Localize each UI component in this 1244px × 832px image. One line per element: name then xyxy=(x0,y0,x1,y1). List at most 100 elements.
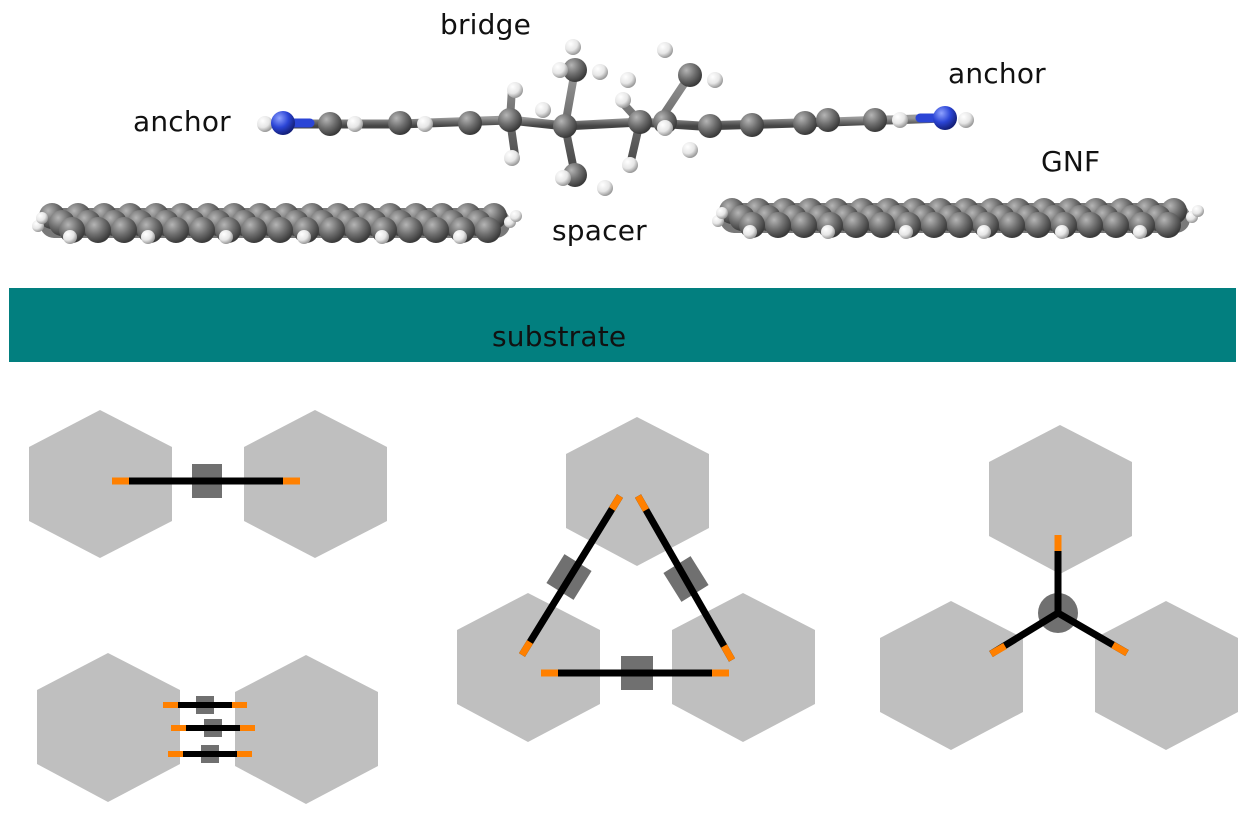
anchor-end xyxy=(634,494,650,512)
anchor-end xyxy=(519,640,533,657)
carbon-atom xyxy=(345,217,371,243)
schematic-three-flakes-star xyxy=(880,425,1238,750)
label-spacer: spacer xyxy=(552,214,647,247)
hydrogen-atom xyxy=(219,230,233,244)
carbon-atom xyxy=(388,111,412,135)
carbon-atom xyxy=(921,212,947,238)
hexagon-flake xyxy=(672,593,815,742)
hydrogen-atom xyxy=(453,230,467,244)
carbon-atom xyxy=(1025,212,1051,238)
hexagon-flake xyxy=(235,655,378,804)
carbon-atom xyxy=(475,217,501,243)
hexagon-flake xyxy=(880,601,1023,750)
hydrogen-atom xyxy=(63,230,77,244)
anchor-end xyxy=(989,642,1007,658)
hydrogen-atom xyxy=(565,39,581,55)
hydrogen-atom xyxy=(620,72,636,88)
hydrogen-atom xyxy=(347,116,363,132)
gnf-flake-left xyxy=(32,203,522,244)
hydrogen-atom xyxy=(821,225,835,239)
gnf-flake-right xyxy=(712,198,1204,239)
hydrogen-atom xyxy=(141,230,155,244)
schematic-two-flakes-single-linker xyxy=(29,410,387,558)
schematic-two-flakes-triple-linker xyxy=(37,653,378,804)
hydrogen-atom xyxy=(682,142,698,158)
carbon-atom xyxy=(241,217,267,243)
schematic-three-flakes-triangle xyxy=(457,417,815,742)
hydrogen-atom xyxy=(375,230,389,244)
hydrogen-atom xyxy=(592,64,608,80)
carbon-atom xyxy=(85,217,111,243)
carbon-atom xyxy=(869,212,895,238)
hydrogen-atom xyxy=(504,150,520,166)
hydrogen-atom xyxy=(892,112,908,128)
label-anchor-left: anchor xyxy=(133,105,231,138)
hydrogen-atom xyxy=(417,116,433,132)
hexagon-flake xyxy=(37,653,180,802)
hydrogen-atom xyxy=(1055,225,1069,239)
carbon-atom xyxy=(678,63,702,87)
hydrogen-atom xyxy=(257,116,273,132)
hydrogen-atom xyxy=(552,62,568,78)
hydrogen-atom xyxy=(535,102,551,118)
anchor-end xyxy=(720,644,736,662)
carbon-atom xyxy=(319,217,345,243)
hexagon-flake xyxy=(457,593,600,742)
label-gnf: GNF xyxy=(1041,145,1101,178)
carbon-atom xyxy=(698,114,722,138)
hydrogen-atom xyxy=(958,112,974,128)
carbon-atom xyxy=(267,217,293,243)
hydrogen-atom xyxy=(622,157,638,173)
anchor-end xyxy=(609,494,623,511)
nitrogen-atom xyxy=(933,106,957,130)
carbon-atom xyxy=(1155,212,1181,238)
hydrogen-atom xyxy=(657,120,673,136)
nitrogen-atom xyxy=(271,111,295,135)
hydrogen-atom xyxy=(555,170,571,186)
hydrogen-atom xyxy=(707,72,723,88)
carbon-atom xyxy=(793,111,817,135)
hydrogen-atom xyxy=(657,42,673,58)
carbon-atom xyxy=(423,217,449,243)
carbon-atom xyxy=(816,108,840,132)
hydrogen-atom xyxy=(297,230,311,244)
hexagon-flake xyxy=(1095,601,1238,750)
carbon-atom xyxy=(947,212,973,238)
carbon-atom xyxy=(563,58,587,82)
carbon-atom xyxy=(397,217,423,243)
carbon-atom xyxy=(740,113,764,137)
carbon-atom xyxy=(189,217,215,243)
label-bridge: bridge xyxy=(440,8,532,41)
carbon-atom xyxy=(791,212,817,238)
label-anchor-right: anchor xyxy=(948,57,1046,90)
hexagon-flake xyxy=(244,410,387,558)
hydrogen-atom xyxy=(36,212,48,224)
linker-bar xyxy=(634,494,736,662)
carbon-atom xyxy=(1077,212,1103,238)
hydrogen-atom xyxy=(743,225,757,239)
carbon-atom xyxy=(1103,212,1129,238)
label-substrate: substrate xyxy=(492,320,627,353)
hydrogen-atom xyxy=(977,225,991,239)
hexagon-flake xyxy=(989,425,1132,574)
carbon-atom xyxy=(318,112,342,136)
anchor-end xyxy=(1111,641,1129,657)
hydrogen-atom xyxy=(716,207,728,219)
carbon-atom xyxy=(553,114,577,138)
carbon-atom xyxy=(863,108,887,132)
hydrogen-atom xyxy=(1133,225,1147,239)
hydrogen-atom xyxy=(899,225,913,239)
hydrogen-atom xyxy=(510,210,522,222)
carbon-atom xyxy=(843,212,869,238)
carbon-atom xyxy=(628,110,652,134)
carbon-atom xyxy=(999,212,1025,238)
carbon-atom xyxy=(163,217,189,243)
carbon-atom xyxy=(458,111,482,135)
hydrogen-atom xyxy=(597,180,613,196)
substrate-bar xyxy=(9,288,1236,362)
carbon-atom xyxy=(111,217,137,243)
carbon-atom xyxy=(765,212,791,238)
hydrogen-atom xyxy=(1192,205,1204,217)
molecule-backbone xyxy=(257,39,974,196)
